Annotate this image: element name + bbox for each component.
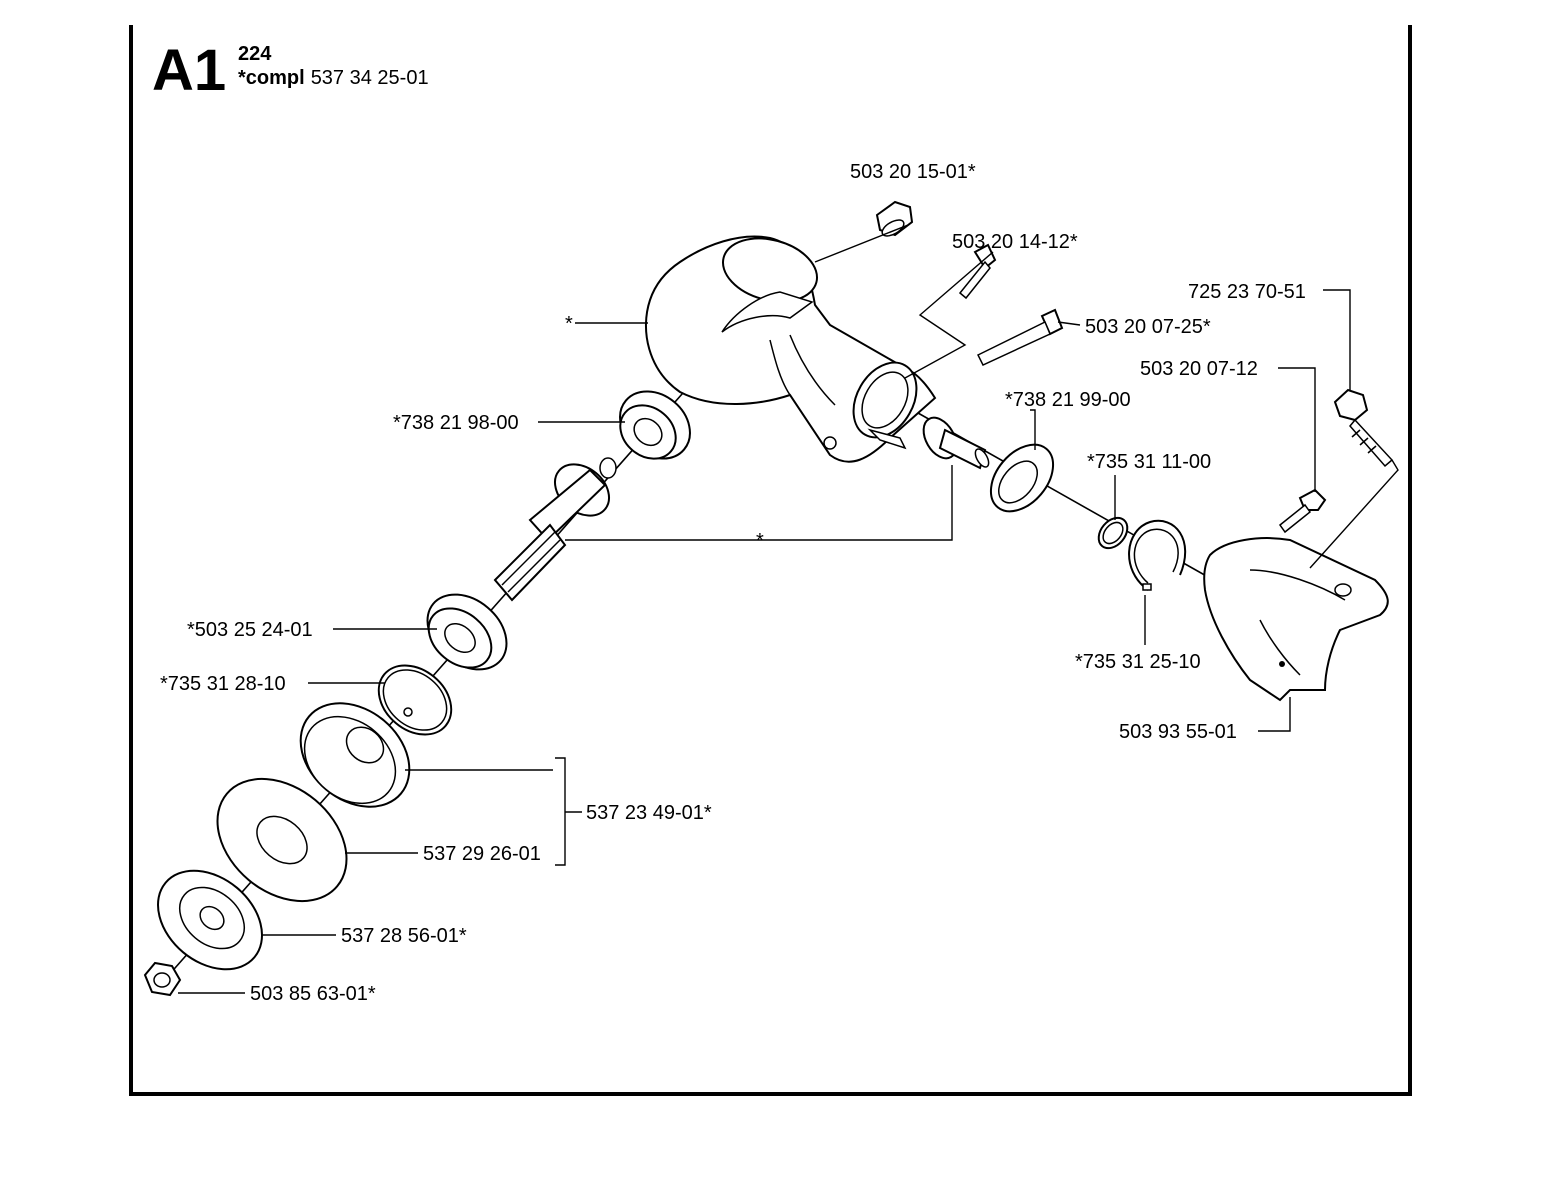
cover-screw bbox=[1278, 488, 1327, 534]
label-735-31-25-10: *735 31 25-10 bbox=[1075, 651, 1201, 673]
label-537-29-26-01: 537 29 26-01 bbox=[423, 843, 541, 865]
leader-lines bbox=[178, 224, 1399, 994]
label-503-20-15-01: 503 20 15-01* bbox=[850, 161, 976, 183]
bearing-upper bbox=[619, 390, 691, 460]
lock-nut bbox=[143, 961, 182, 997]
label-738-21-98-00: *738 21 98-00 bbox=[393, 412, 519, 434]
label-537-23-49-01: 537 23 49-01* bbox=[586, 802, 712, 824]
label-503-20-07-25: 503 20 07-25* bbox=[1085, 316, 1211, 338]
support-cup bbox=[157, 869, 263, 971]
section-title: A1 bbox=[152, 38, 226, 103]
plug-screw bbox=[875, 200, 914, 237]
label-503-20-07-12: 503 20 07-12 bbox=[1140, 358, 1258, 380]
small-screw bbox=[958, 243, 997, 300]
label-503-93-55-01: 503 93 55-01 bbox=[1119, 721, 1237, 743]
bolt bbox=[1333, 388, 1394, 468]
gear-housing bbox=[644, 235, 937, 463]
support-washer bbox=[216, 777, 348, 903]
label-735-31-11-00: *735 31 11-00 bbox=[1087, 451, 1211, 473]
gear-cover bbox=[1203, 537, 1389, 702]
label-503-20-14-12: 503 20 14-12* bbox=[952, 231, 1078, 253]
retaining-ring bbox=[1128, 519, 1187, 591]
label-537-28-56-01: 537 28 56-01* bbox=[341, 925, 467, 947]
label-503-25-24-01: *503 25 24-01 bbox=[187, 619, 313, 641]
diagram-frame bbox=[129, 25, 1412, 1096]
bearing-lower bbox=[426, 593, 508, 671]
model-number: 224 bbox=[238, 43, 272, 65]
compl-prefix: *compl bbox=[238, 67, 305, 89]
flange bbox=[299, 702, 411, 808]
label-735-31-28-10: *735 31 28-10 bbox=[160, 673, 286, 695]
label-503-85-63-01: 503 85 63-01* bbox=[250, 983, 376, 1005]
bevel-gear-shaft bbox=[493, 457, 617, 602]
long-screw bbox=[976, 308, 1064, 366]
label-725-23-70-51: 725 23 70-51 bbox=[1188, 281, 1306, 303]
circlip-small bbox=[1097, 516, 1129, 550]
compl-line: *compl 537 34 25-01 bbox=[238, 67, 429, 89]
pinion-gear bbox=[922, 416, 990, 470]
bearing-right bbox=[989, 443, 1055, 513]
label-housing-star: * bbox=[565, 313, 573, 335]
o-ring bbox=[377, 664, 453, 736]
compl-number: 537 34 25-01 bbox=[311, 67, 429, 89]
label-738-21-99-00: *738 21 99-00 bbox=[1005, 389, 1131, 411]
label-gear-star: * bbox=[756, 530, 764, 552]
